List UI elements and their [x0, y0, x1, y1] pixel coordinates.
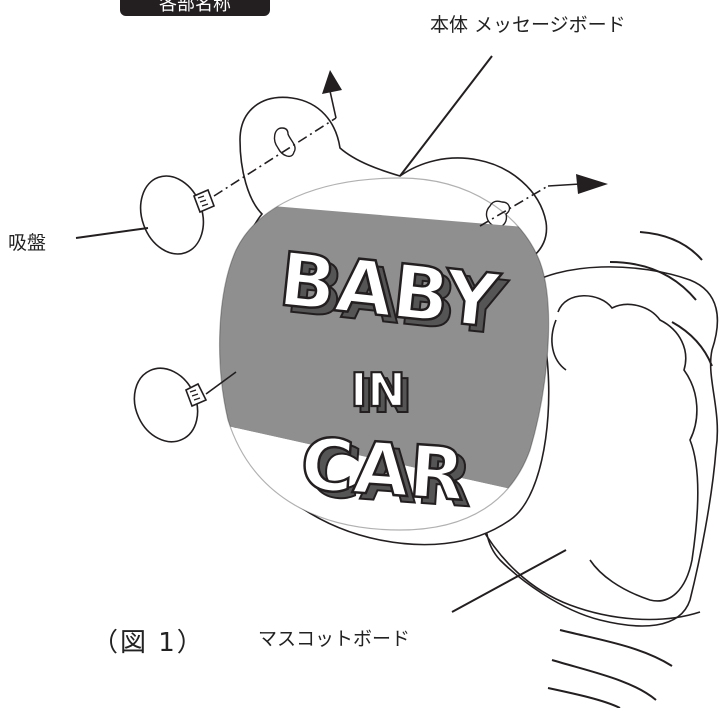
sign-line3-shadow: CAR — [306, 428, 475, 523]
mascot-board — [479, 266, 719, 627]
suction-cup-label: 吸盤 — [8, 232, 47, 254]
arrow-up-head — [322, 70, 342, 94]
circle-outline — [219, 177, 550, 531]
message-board: BABY BABY IN IN CAR CAR — [219, 96, 550, 546]
leader-body — [399, 55, 493, 177]
suction-cup-upper — [139, 175, 216, 255]
mascot-board-label: マスコットボード — [258, 628, 411, 650]
suction-cup-upper-screw — [197, 195, 209, 207]
motion-lines-bottom — [547, 629, 673, 708]
suction-cup-lower — [133, 367, 208, 443]
suction-cup-lower-screw — [189, 389, 201, 401]
sign-line2-shadow: IN — [356, 369, 412, 423]
leader-suction — [75, 227, 149, 239]
assembly-guides — [205, 81, 581, 395]
keyhole-left — [273, 127, 296, 158]
arrow-right-head — [576, 174, 608, 194]
sign-line2: IN — [350, 363, 406, 417]
suction-cup-upper-disc — [139, 175, 205, 255]
figure-caption: （図 1） — [92, 628, 205, 658]
parts-name-badge: 各部名称 — [120, 0, 270, 16]
gray-band — [219, 200, 549, 500]
leader-mascot — [451, 549, 567, 613]
motion-lines-top — [609, 231, 713, 367]
leader-lines — [75, 55, 567, 613]
sign-line3: CAR — [298, 422, 467, 517]
body-message-board-label: 本体 メッセージボード — [430, 14, 626, 36]
